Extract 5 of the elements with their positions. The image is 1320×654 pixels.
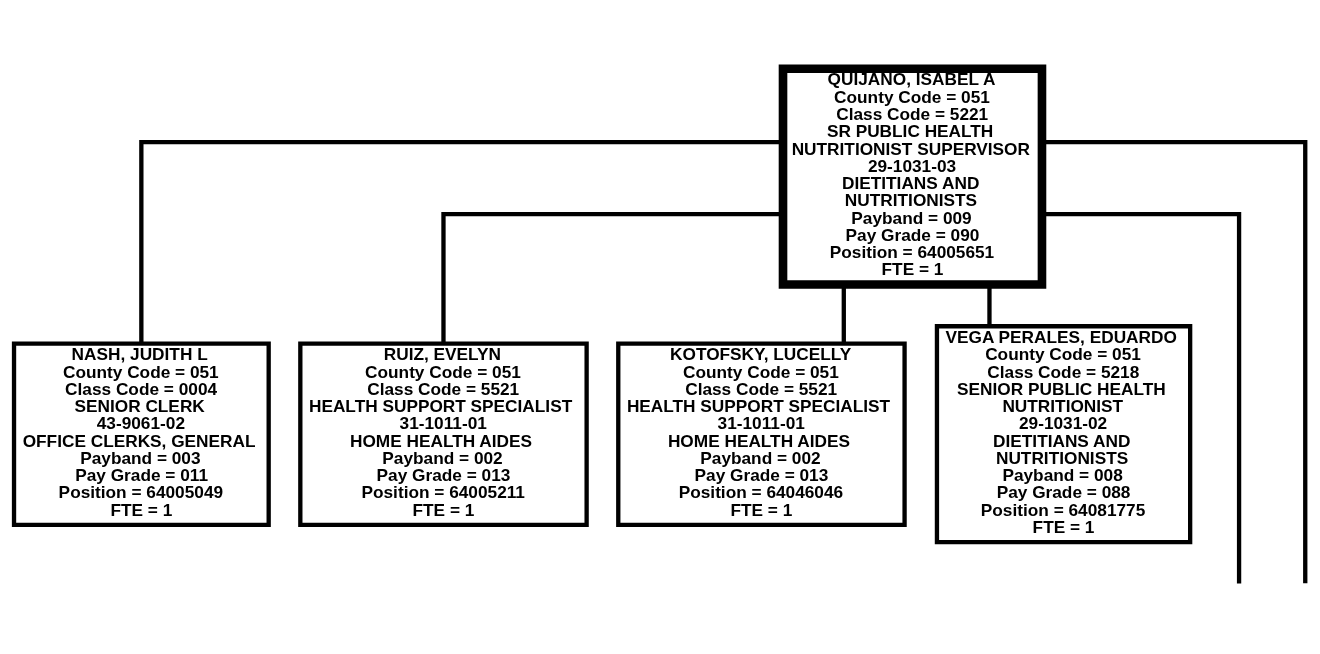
node-box: RUIZ, EVELYN County Code = 051 Class Code = 5521 HEALTH SUPPORT SPECIALIST 31-1011-01 HOME HEALTH AIDES Payband = 002 Pay Grade = 013 Position = 64005211 FTE = 1 xyxy=(298,341,589,527)
node-box: KOTOFSKY, LUCELLY County Code = 051 Class Code = 5521 HEALTH SUPPORT SPECIALIST 31-1011-01 HOME HEALTH AIDES Payband = 002 Pay Grade = 013 Position = 64046046 FTE = 1 xyxy=(616,341,907,527)
node-box: NASH, JUDITH L County Code = 051 Class Code = 0004 SENIOR CLERK 43-9061-02 OFFICE CLERKS, GENERAL Payband = 003 Pay Grade = 011 Position = 64005049 FTE = 1 xyxy=(11,341,271,527)
node-box: QUIJANO, ISABEL A County Code = 051 Class Code = 5221 SR PUBLIC HEALTH NUTRITIONIST SUPERVISOR 29-1031-03 DIETITIANS AND NUTRITIONISTS Payband = 009 Pay Grade = 090 Position = 64005651 FTE = 1 xyxy=(778,64,1047,289)
node-box: VEGA PERALES, EDUARDO County Code = 051 Class Code = 5218 SENIOR PUBLIC HEALTH NUTRITIONIST 29-1031-02 DIETITIANS AND NUTRITIONISTS Payband = 008 Pay Grade = 088 Position = 64081775 FTE = 1 xyxy=(934,324,1193,545)
